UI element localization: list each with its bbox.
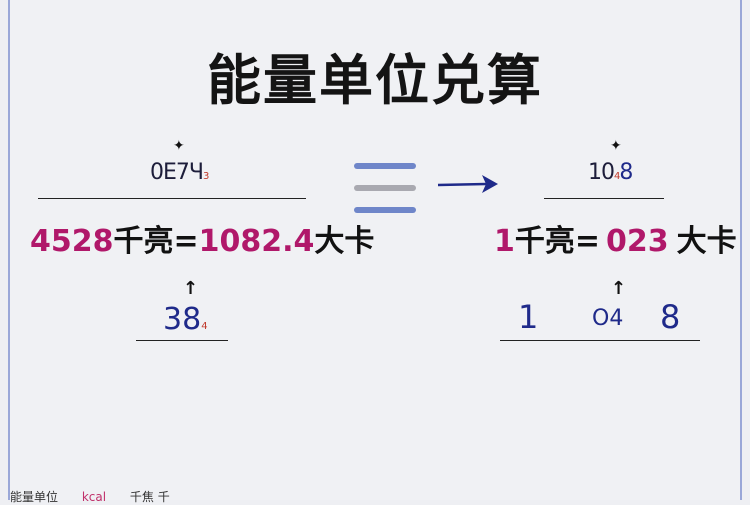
left-equation-unit-2: 大卡	[314, 224, 375, 259]
left-top-divider	[38, 198, 306, 199]
left-equation-unit-1: 千亮=	[113, 224, 199, 259]
left-equation-number-2: 1082.4	[198, 224, 315, 259]
sparkle-icon: ✦	[610, 138, 622, 154]
left-equation: 4528千亮=1082.4大卡	[30, 216, 374, 260]
footer-text-2: kcal	[81, 490, 107, 504]
right-top-value-tail: 8	[619, 160, 633, 185]
left-bottom-value: 384	[163, 302, 208, 337]
footer-text-1: 能量单位	[10, 490, 59, 504]
equals-stroke-bottom	[354, 207, 416, 213]
left-top-value: 0E7Ч3	[150, 160, 209, 185]
sparkle-icon: ✦	[173, 138, 185, 154]
footer-text: 能量单位 kcal 千焦 千	[10, 488, 170, 505]
right-top-divider	[544, 198, 664, 199]
left-bottom-value-sub: 4	[201, 321, 208, 332]
right-up-arrow-icon: ↑	[611, 278, 627, 299]
right-top-value-sub: 4	[614, 171, 620, 182]
equals-stroke-middle	[354, 185, 416, 191]
left-bottom-divider	[136, 340, 228, 341]
right-arrow-icon	[437, 175, 498, 193]
right-bottom-digit-2: O4	[592, 306, 624, 331]
left-top-value-sub: 3	[202, 171, 209, 182]
right-bottom-digit-1: 1	[518, 298, 539, 336]
right-bottom-digit-3: 8	[660, 298, 681, 336]
right-equation-number-1: 1	[494, 224, 515, 259]
right-top-value: 1048	[588, 160, 633, 185]
footer-text-3: 千焦 千	[129, 490, 170, 504]
page-title: 能量单位兑算	[207, 49, 543, 112]
left-top-value-text: 0E7Ч	[150, 160, 204, 185]
left-bottom-value-text: 38	[163, 302, 202, 337]
left-up-arrow-icon: ↑	[183, 278, 199, 299]
page-frame	[8, 0, 742, 500]
equals-stroke-top	[354, 163, 416, 169]
right-equation-unit-2: 大卡	[676, 224, 737, 259]
left-equation-number-1: 4528	[30, 224, 114, 259]
right-equation-number-2: 023	[606, 224, 669, 259]
right-top-value-text: 10	[588, 160, 615, 185]
right-equation-unit-1: 千亮=	[514, 224, 601, 259]
right-bottom-divider	[500, 340, 700, 341]
